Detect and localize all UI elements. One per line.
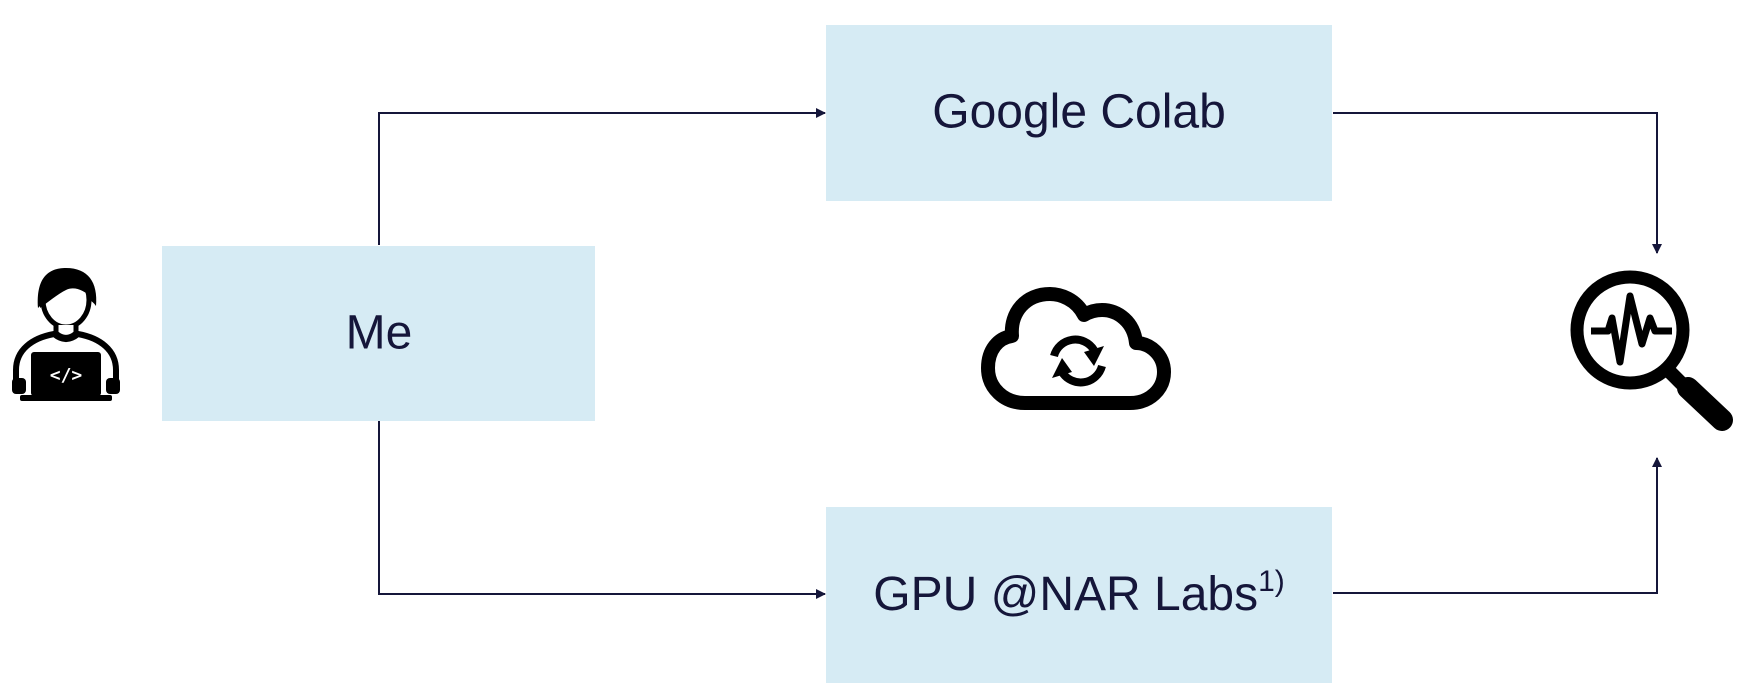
magnifier-analytics-icon — [1570, 270, 1733, 431]
laptop-base — [20, 395, 112, 401]
gpu-label-footnote: 1) — [1258, 565, 1285, 598]
arrow-me-to-colab — [378, 108, 826, 245]
me-box — [162, 246, 595, 421]
node-me: Me — [162, 246, 595, 421]
gpu-label-main: GPU @NAR Labs — [873, 568, 1258, 621]
connectors — [378, 108, 1662, 599]
cloud-sync-icon — [981, 287, 1171, 410]
node-gpu-nar-labs: GPU @NAR Labs1) — [826, 507, 1332, 683]
colab-box — [826, 25, 1332, 201]
laptop-screen — [31, 352, 101, 396]
arrow-gpu-to-monitor — [1333, 457, 1662, 594]
code-glyph: </> — [50, 365, 83, 386]
arrow-me-to-gpu — [378, 421, 826, 599]
developer-at-laptop-icon: </> — [12, 268, 120, 401]
colab-label: Google Colab — [932, 86, 1226, 139]
node-google-colab: Google Colab — [826, 25, 1332, 201]
gpu-box — [826, 507, 1332, 683]
gpu-label: GPU @NAR Labs1) — [873, 565, 1285, 621]
me-label: Me — [346, 307, 413, 360]
arrow-colab-to-monitor — [1333, 112, 1662, 254]
